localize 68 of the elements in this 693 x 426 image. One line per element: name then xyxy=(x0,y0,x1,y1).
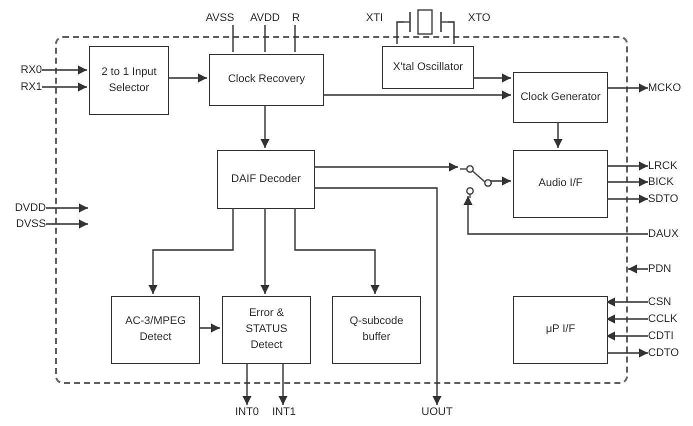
arrow xyxy=(313,162,458,172)
connector-line xyxy=(294,25,296,52)
crystal-symbol xyxy=(404,8,448,36)
pin-label: CSN xyxy=(648,295,688,309)
pin-label: UOUT xyxy=(419,405,455,419)
connector-line xyxy=(264,25,266,52)
function-block: DAIF Decoder xyxy=(217,150,315,209)
arrow xyxy=(606,84,648,92)
arrow xyxy=(278,362,288,405)
connector-line xyxy=(448,21,455,44)
arrow xyxy=(46,220,88,228)
arrow xyxy=(464,196,648,235)
pin-label: AVDD xyxy=(248,11,282,25)
arrow xyxy=(260,104,270,148)
pin-label: CCLK xyxy=(648,312,688,326)
arrow xyxy=(472,74,511,82)
pin-label: INT1 xyxy=(268,405,300,419)
pin-label: MCKO xyxy=(648,81,688,95)
pin-label: R xyxy=(289,11,303,25)
arrow xyxy=(313,187,442,405)
pin-label: SDTO xyxy=(648,192,688,206)
arrow xyxy=(606,178,648,186)
function-block: 2 to 1 Input Selector xyxy=(89,46,169,115)
pin-label: XTI xyxy=(366,11,384,25)
arrow xyxy=(606,332,648,340)
pin-label: LRCK xyxy=(648,159,688,173)
pin-label: XTO xyxy=(468,11,490,25)
function-block: Audio I/F xyxy=(513,150,608,218)
arrow xyxy=(42,82,87,92)
pin-label: DVSS xyxy=(6,217,46,231)
pin-label: CDTO xyxy=(648,346,688,360)
arrow xyxy=(198,324,220,332)
pin-label: AVSS xyxy=(203,11,237,25)
pin-label: DVDD xyxy=(6,201,46,215)
arrow xyxy=(294,207,380,294)
pin-label: INT0 xyxy=(230,405,264,419)
arrow xyxy=(242,362,252,405)
arrow xyxy=(42,66,87,74)
switch-symbol xyxy=(460,162,492,198)
function-block: Error & STATUS Detect xyxy=(222,296,311,364)
arrow xyxy=(606,348,648,358)
chip-boundary xyxy=(55,36,628,384)
function-block: Clock Recovery xyxy=(209,54,324,106)
function-block: AC-3/MPEG Detect xyxy=(111,296,200,364)
arrow xyxy=(554,121,562,148)
arrow xyxy=(490,176,511,186)
arrow xyxy=(606,298,648,306)
arrow xyxy=(260,207,270,294)
arrow xyxy=(322,90,511,100)
arrow xyxy=(46,204,88,212)
connector-line xyxy=(232,25,234,52)
connector-line xyxy=(396,21,404,44)
function-block: μP I/F xyxy=(513,296,608,364)
arrow xyxy=(167,74,207,82)
arrow xyxy=(606,314,648,324)
arrow xyxy=(628,264,648,274)
function-block: Q-subcode buffer xyxy=(332,296,421,364)
function-block: Clock Generator xyxy=(513,72,608,123)
pin-label: CDTI xyxy=(648,329,688,343)
arrow xyxy=(606,162,648,170)
arrow xyxy=(148,207,234,294)
pin-label: RX1 xyxy=(10,80,42,94)
arrow xyxy=(606,194,648,204)
pin-label: PDN xyxy=(648,262,688,276)
pin-label: RX0 xyxy=(10,63,42,77)
pin-label: DAUX xyxy=(648,227,688,241)
function-block: X'tal Oscillator xyxy=(382,46,474,89)
pin-label: BICK xyxy=(648,175,688,189)
